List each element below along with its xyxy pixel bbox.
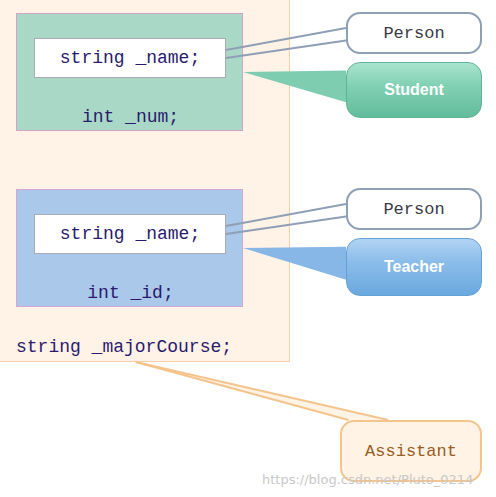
leader-line	[226, 41, 346, 58]
callout-leader	[243, 247, 346, 280]
base-subobject-box: int _id; string _name;	[16, 189, 243, 307]
node-text: string _name;	[60, 224, 200, 244]
callout-tail	[243, 247, 346, 280]
callout-box: Person	[346, 12, 482, 54]
callout-tail-edge	[136, 362, 349, 420]
node-text: int _id;	[17, 283, 244, 303]
node-text: int _num;	[17, 107, 244, 127]
callout-tail	[136, 362, 389, 420]
member-box: string _name;	[34, 38, 226, 78]
node-text: Teacher	[384, 258, 444, 276]
object-box: string _majorCourse;int _num;string _nam…	[0, 0, 290, 362]
leader-line	[226, 217, 346, 234]
callout-leader	[136, 362, 389, 420]
node-text: string _name;	[60, 48, 200, 68]
node-text: Person	[383, 24, 444, 43]
base-subobject-box: int _num; string _name;	[16, 13, 243, 131]
leader-line	[226, 204, 346, 226]
callout-tail-edge	[136, 362, 389, 420]
callout-box: Teacher	[346, 238, 482, 296]
member-box: string _name;	[34, 214, 226, 254]
callout-box: Student	[346, 62, 482, 118]
callout-leader	[226, 28, 346, 58]
node-text: Person	[383, 200, 444, 219]
node-text: string _majorCourse;	[16, 337, 232, 357]
watermark-text: https://blog.csdn.net/Pluto_0214	[262, 472, 473, 487]
callout-leader	[226, 204, 346, 234]
node-text: Assistant	[365, 442, 457, 461]
callout-leader	[243, 70, 346, 102]
node-text: Student	[384, 81, 444, 99]
callout-tail	[243, 70, 346, 102]
callout-box: Person	[346, 188, 482, 230]
leader-line	[226, 28, 346, 50]
